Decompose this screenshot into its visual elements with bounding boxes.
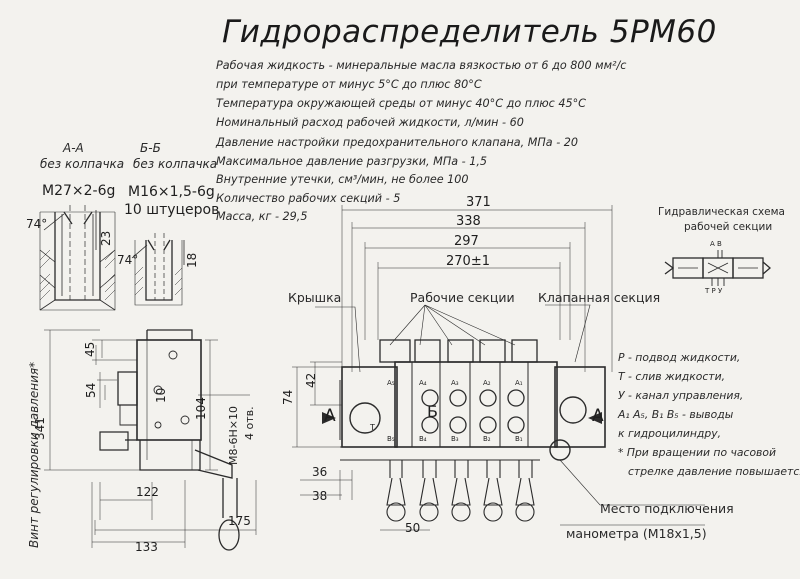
section-aa-title: А-А	[63, 141, 84, 155]
dim-74: 74	[281, 389, 295, 405]
port-a2: А₂	[483, 379, 491, 387]
port-b1: В₁	[515, 435, 523, 443]
port-a3: А₃	[451, 379, 459, 387]
dim-38: 38	[312, 489, 328, 503]
label-valve-section: Клапанная секция	[538, 290, 661, 305]
section-aa-depth: 23	[99, 230, 113, 246]
port-t: T	[370, 423, 375, 432]
dim-50: 50	[405, 521, 421, 535]
legend-line: Р - подвод жидкости,	[618, 351, 741, 364]
dim-36: 36	[312, 465, 328, 479]
section-bb-depth: 18	[185, 252, 199, 268]
legend-line: к гидроцилиндру,	[618, 427, 722, 440]
thread-m8: М8-6Н×10	[227, 406, 240, 465]
dim-104: 104	[194, 397, 208, 420]
section-bb-note: 10 штуцеров	[124, 202, 220, 218]
dim-175: 175	[228, 514, 251, 528]
dim-10: 10	[154, 387, 168, 403]
port-b5: В₅	[387, 435, 395, 443]
schema-title-line1: Гидравлическая схема	[658, 206, 785, 218]
pressure-screw-label: Винт регулировки давления*	[27, 361, 41, 548]
port-b3: В₃	[451, 435, 459, 443]
thread-m8-note: 4 отв.	[243, 406, 256, 440]
spec-line: Максимальное давление разгрузки, МПа - 1…	[216, 155, 488, 168]
dim-338: 338	[456, 214, 481, 229]
drawing-title: Гидрораспределитель 5РМ60	[222, 14, 717, 50]
spec-line: Внутренние утечки, см³/мин, не более 100	[216, 173, 469, 186]
spec-line: Масса, кг - 29,5	[216, 210, 308, 223]
port-a4: А₄	[419, 379, 427, 387]
gauge-label-line1: Место подключения	[600, 501, 734, 516]
legend-line: * При вращении по часовой	[618, 446, 777, 459]
section-bb-angle: 74°	[117, 253, 139, 267]
dim-54: 54	[84, 382, 98, 398]
label-cover: Крышка	[288, 290, 342, 305]
spec-line: Количество рабочих секций - 5	[216, 192, 401, 205]
section-bb-thread: М16×1,5-6g	[128, 184, 215, 200]
schema-title-line2: рабочей секции	[684, 221, 773, 233]
section-aa-subtitle: без колпачка	[40, 157, 125, 171]
port-b4: В₄	[419, 435, 427, 443]
schema-ports-top: A B	[710, 240, 722, 248]
port-a5: А₅	[387, 379, 395, 387]
dim-270: 270±1	[446, 254, 490, 269]
dim-45: 45	[83, 341, 97, 357]
port-b2: В₂	[483, 435, 491, 443]
spec-line: Номинальный расход рабочей жидкости, л/м…	[216, 116, 524, 129]
schema-ports-bottom: T P У	[705, 287, 723, 295]
gauge-label-line2: манометра (М18х1,5)	[566, 526, 707, 541]
spec-line: Давление настройки предохранительного кл…	[216, 136, 579, 149]
legend-line: У - канал управления,	[618, 389, 744, 402]
dim-133: 133	[135, 540, 158, 554]
section-bb-title: Б-Б	[140, 141, 161, 155]
section-mark-a-left: А	[324, 406, 336, 426]
label-work-sections: Рабочие секции	[410, 290, 515, 305]
dim-371: 371	[466, 195, 491, 210]
legend-line: А₁ А₅, В₁ В₅ - выводы	[618, 408, 734, 421]
dim-122: 122	[136, 485, 159, 499]
dim-42: 42	[304, 372, 318, 388]
legend-line: стрелке давление повышается	[628, 465, 800, 478]
dim-297: 297	[454, 234, 479, 249]
section-aa-angle: 74°	[26, 217, 48, 231]
section-mark-a-right: А	[592, 406, 604, 426]
section-bb-subtitle: без колпачка	[133, 157, 218, 171]
spec-line: Рабочая жидкость - минеральные масла вяз…	[216, 59, 627, 72]
spec-line: Температура окружающей среды от минус 40…	[216, 97, 586, 110]
port-a1: А₁	[515, 379, 523, 387]
legend-line: Т - слив жидкости,	[618, 370, 726, 383]
section-mark-b: Б	[427, 402, 438, 421]
section-aa-thread: М27×2-6g	[42, 183, 116, 199]
spec-line: при температуре от минус 5°С до плюс 80°…	[216, 78, 482, 91]
